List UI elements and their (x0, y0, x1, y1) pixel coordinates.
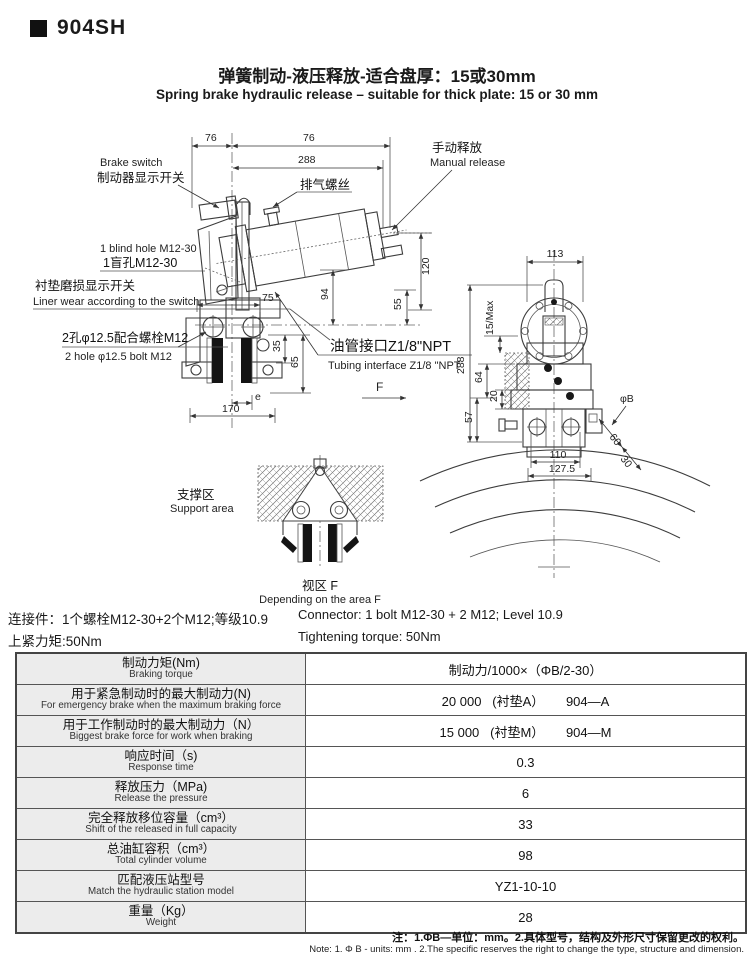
table-row: 制动力矩(Nm)Braking torque 制动力/1000×（ΦB/2-30… (17, 654, 745, 685)
row-label-en: Biggest brake force for work when brakin… (69, 731, 253, 743)
row-label-zh: 总油缸容积（cm³） (106, 841, 216, 856)
row-label-en: Shift of the released in full capacity (85, 824, 237, 836)
blind-hole-label-zh: 1盲孔M12-30 (103, 255, 177, 270)
support-area-label-zh: 支撑区 (177, 487, 215, 502)
row-label-en: Weight (145, 917, 177, 929)
bolt-hole-label-en: 2 hole φ12.5 bolt M12 (65, 351, 172, 363)
connector-info-en-1: Connector: 1 bolt M12-30 + 2 M12; Level … (298, 607, 563, 622)
page-title-en: Spring brake hydraulic release – suitabl… (156, 87, 598, 102)
bolt-hole-label-zh: 2孔φ12.5配合螺栓M12 (62, 330, 188, 345)
row-label-zh: 制动力矩(Nm) (122, 655, 200, 670)
table-row: 用于紧急制动时的最大制动力(N)For emergency brake when… (17, 685, 745, 716)
row-label-zh: 重量（Kg） (128, 903, 194, 918)
connector-info-en-2: Tightening torque: 50Nm (298, 629, 441, 644)
table-row: 总油缸容积（cm³）Total cylinder volume 98 (17, 840, 745, 871)
table-row: 完全释放移位容量（cm³）Shift of the released in fu… (17, 809, 745, 840)
row-value: 0.3 (516, 754, 535, 770)
row-value: 15 000 (衬垫M） 904—M (439, 724, 612, 740)
dim-76-left: 76 (205, 132, 217, 144)
caliper-lower-body (181, 297, 283, 384)
dim-76-right: 76 (303, 132, 315, 144)
exhaust-screw-label-zh: 排气螺丝 (300, 177, 350, 192)
row-label-zh: 释放压力（MPa) (114, 779, 208, 794)
footnote-zh: 注：1.ΦB—单位：mm。2.具体型号，结构及外形尺寸保留更改的权利。 (392, 932, 744, 944)
liner-wear-label-en: Liner wear according to the switch (33, 296, 199, 308)
connector-info-zh-2: 上紧力矩:50Nm (8, 634, 102, 649)
dim-15max: 15/Max (484, 300, 496, 335)
dim-75: 75 (262, 292, 274, 304)
manual-release-label-en: Manual release (430, 157, 505, 169)
blind-hole-label-en: 1 blind hole M12-30 (100, 243, 197, 255)
connector-info-zh-1: 连接件：1个螺栓M12-30+2个M12;等级10.9 (8, 612, 268, 627)
row-value: 6 (521, 785, 530, 801)
dim-110: 110 (550, 449, 567, 461)
tubing-label-en: Tubing interface Z1/8 "NPT (328, 360, 461, 372)
row-label-zh: 匹配液压站型号 (117, 872, 205, 887)
row-label-zh: 用于工作制动时的最大制动力（N） (62, 717, 260, 732)
page-header: 904SH (30, 16, 126, 40)
row-label-en: Braking torque (129, 669, 193, 681)
support-area-label-en: Support area (170, 503, 234, 515)
caliper-bracket (197, 195, 251, 311)
view-f-label-en: Depending on the area F (259, 594, 381, 606)
dim-35: 35 (271, 340, 283, 352)
row-label-en: Total cylinder volume (115, 855, 207, 867)
side-view-drawing: 76 76 288 排气螺丝 手动释放 Manual release Brake… (33, 132, 505, 428)
table-row: 响应时间（s)Response time 0.3 (17, 747, 745, 778)
dim-57: 57 (463, 411, 475, 423)
dim-288-front: 288 (455, 356, 467, 374)
dim-127-5: 127.5 (549, 463, 575, 475)
hydraulic-cylinder (216, 206, 407, 293)
exhaust-screw (263, 206, 281, 227)
dim-120: 120 (420, 257, 432, 275)
row-label-zh: 用于紧急制动时的最大制动力(N) (71, 686, 251, 701)
brake-switch-label-en: Brake switch (100, 157, 162, 169)
view-f-label-zh: 视区 F (302, 578, 338, 593)
row-value: 33 (518, 816, 533, 832)
row-value: 制动力/1000×（ΦB/2-30） (448, 662, 603, 678)
row-value: 20 000 (衬垫A） 904—A (441, 693, 610, 709)
dim-94: 94 (319, 288, 331, 300)
row-label-zh: 响应时间（s) (124, 748, 198, 763)
brake-pad (212, 338, 223, 383)
brake-switch-label-zh: 制动器显示开关 (97, 171, 185, 185)
model-number: 904SH (57, 16, 127, 39)
row-label-zh: 完全释放移位容量（cm³） (88, 810, 234, 825)
dim-55: 55 (392, 298, 404, 310)
row-value: YZ1-10-10 (494, 878, 557, 894)
liner-wear-label-zh: 衬垫磨损显示开关 (35, 278, 135, 293)
brake-pad (241, 338, 252, 383)
row-label-en: Release the pressure (114, 793, 208, 805)
dim-170: 170 (222, 403, 240, 415)
section-marker-square (30, 19, 47, 37)
view-direction-f-label: F (376, 380, 383, 394)
tubing-label-zh: 油管接口Z1/8"NPT (330, 338, 451, 355)
dim-64: 64 (473, 371, 485, 383)
spec-table: 制动力矩(Nm)Braking torque 制动力/1000×（ΦB/2-30… (15, 652, 747, 934)
table-row: 用于工作制动时的最大制动力（N）Biggest brake force for … (17, 716, 745, 747)
manual-release-label-zh: 手动释放 (432, 140, 483, 155)
dim-288: 288 (298, 154, 316, 166)
dim-phi-b: φB (620, 393, 634, 405)
row-value: 98 (518, 847, 533, 863)
dim-20: 20 (488, 390, 500, 402)
row-label-en: For emergency brake when the maximum bra… (40, 700, 282, 712)
page-title-zh: 弹簧制动-液压释放-适合盘厚：15或30mm (218, 67, 536, 86)
dim-113: 113 (547, 248, 564, 260)
dim-e: e (255, 391, 261, 403)
dim-30: 30 (618, 453, 635, 470)
footnote-en: Note: 1. Φ B - units: mm . 2.The specifi… (309, 944, 744, 955)
row-value: 28 (518, 909, 533, 925)
row-label-en: Match the hydraulic station model (88, 886, 234, 898)
table-row: 重量（Kg）Weight 28 (17, 902, 745, 932)
row-label-en: Response time (128, 762, 194, 774)
table-row: 释放压力（MPa)Release the pressure 6 (17, 778, 745, 809)
technical-drawing: 76 76 288 排气螺丝 手动释放 Manual release Brake… (33, 132, 711, 606)
dim-65: 65 (289, 356, 301, 368)
front-view-drawing: 113 288 15/Max 64 20 57 φB (419, 248, 711, 578)
view-f-drawing: 支撑区 Support area 视区 F Depending on the a… (170, 455, 384, 606)
